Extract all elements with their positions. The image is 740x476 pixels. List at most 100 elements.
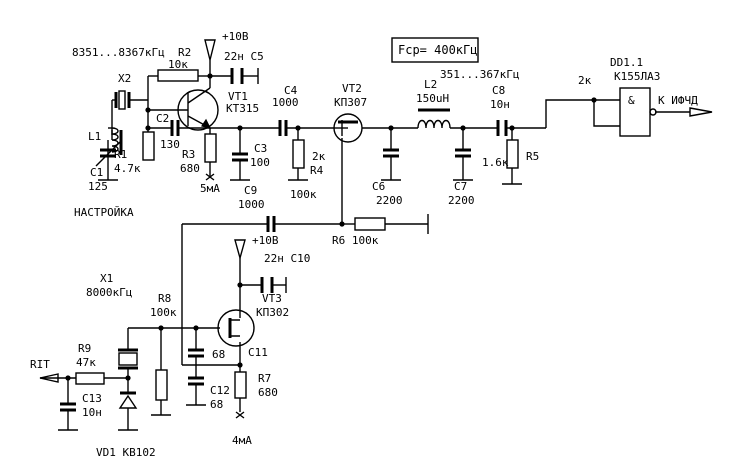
- label-c7: С7: [454, 180, 467, 193]
- label-r9: R9: [78, 342, 91, 355]
- label-i-5ma: 5мА: [200, 182, 220, 195]
- label-freq-top: 8351...8367кГц: [72, 46, 165, 59]
- label-dd1-name: DD1.1: [610, 56, 643, 69]
- label-l1: L1: [88, 130, 101, 143]
- resistor-r3: [204, 133, 217, 163]
- label-c6: С6: [372, 180, 385, 193]
- capacitor-c13: [60, 402, 76, 412]
- label-r-2k: 2к: [578, 74, 592, 87]
- label-i-4ma: 4мА: [232, 434, 252, 447]
- label-c9: С9: [244, 184, 257, 197]
- label-c7-val: 2200: [448, 194, 475, 207]
- label-plus10v-bottom: +10В: [252, 234, 279, 247]
- label-c13-val: 10н: [82, 406, 102, 419]
- label-r1-val: 4.7к: [114, 162, 141, 175]
- transistor-vt3: [217, 309, 255, 347]
- resistor-r8: [155, 369, 168, 401]
- crystal-x1: [118, 348, 138, 370]
- label-c12-val: 68: [210, 398, 223, 411]
- label-r3-val: 680: [180, 162, 200, 175]
- resistor-r1: [142, 131, 155, 161]
- vt3-channel: [230, 319, 240, 337]
- transistor-vt1: [177, 89, 219, 131]
- label-dd1-type: К155ЛА3: [614, 70, 660, 83]
- label-x2: Х2: [118, 72, 131, 85]
- label-c1-val: 125: [88, 180, 108, 193]
- label-c11: С11: [248, 346, 268, 359]
- label-plus10v-top: +10В: [222, 30, 249, 43]
- label-c5: 22н С5: [224, 50, 264, 63]
- transistor-vt2: [333, 113, 363, 143]
- label-r-100k-a: 100к: [290, 188, 317, 201]
- capacitor-c6: [383, 148, 399, 158]
- inductor-l1: [111, 127, 119, 153]
- label-vt2: VT2: [342, 82, 362, 95]
- inductor-l2: [417, 119, 451, 129]
- label-r7-val: 680: [258, 386, 278, 399]
- label-c3: С3: [254, 142, 267, 155]
- label-c9-val: 1000: [238, 198, 265, 211]
- capacitor-c10: [260, 277, 274, 293]
- capacitor-c7: [455, 148, 471, 158]
- label-r2: R2: [178, 46, 191, 59]
- label-vt2-type: КП307: [334, 96, 367, 109]
- capacitor-c9: [266, 216, 276, 232]
- resistor-r9: [75, 372, 105, 385]
- label-c3-val: 100: [250, 156, 270, 169]
- label-fcp: Fср= 400кГц: [398, 43, 477, 57]
- crystal-x2: [114, 90, 131, 110]
- label-vt1-type: КТ315: [226, 102, 259, 115]
- label-c11-val: 68: [212, 348, 225, 361]
- label-c2: С2: [156, 112, 169, 125]
- resistor-r2: [157, 69, 199, 82]
- label-r4-val: 2к: [312, 150, 326, 163]
- label-r5: R5: [526, 150, 539, 163]
- label-c1: С1: [90, 166, 103, 179]
- label-out: К ИФЧД: [658, 94, 698, 107]
- label-r8-val: 100к: [150, 306, 177, 319]
- label-freq-mid: 351...367кГц: [440, 68, 519, 81]
- capacitor-c3: [232, 152, 248, 162]
- nand-gate-inverter-bubble: [649, 108, 657, 116]
- label-rit: RIT: [30, 358, 50, 371]
- capacitor-c1: [95, 141, 121, 167]
- label-r7: R7: [258, 372, 271, 385]
- supply-arrow-bottom: [234, 239, 246, 261]
- capacitor-c2: [170, 120, 180, 136]
- label-gate-symbol: &: [628, 94, 635, 107]
- r3-current-mark: [205, 173, 215, 181]
- vt1-emitter-arrow: [201, 118, 212, 129]
- supply-arrow-top: [204, 39, 216, 61]
- r7-current-mark: [235, 411, 245, 419]
- label-r4: R4: [310, 164, 324, 177]
- label-c8: С8: [492, 84, 505, 97]
- label-x1: Х1: [100, 272, 113, 285]
- label-r5-val: 1.6к: [482, 156, 509, 169]
- label-vt3: VT3: [262, 292, 282, 305]
- resistor-r4: [292, 139, 305, 169]
- label-c6-val: 2200: [376, 194, 403, 207]
- label-tuning: НАСТРОЙКА: [74, 206, 134, 219]
- label-r8: R8: [158, 292, 171, 305]
- capacitor-c8: [496, 120, 508, 136]
- label-l2: L2: [424, 78, 437, 91]
- label-r2-val: 10к: [168, 58, 188, 71]
- label-r6: R6 100к: [332, 234, 379, 247]
- resistor-r6: [354, 217, 386, 231]
- resistor-r7: [234, 371, 247, 399]
- label-c13: С13: [82, 392, 102, 405]
- label-vt3-type: КП302: [256, 306, 289, 319]
- label-r3: R3: [182, 148, 195, 161]
- label-x1-freq: 8000кГц: [86, 286, 132, 299]
- nand-gate-dd1: [619, 87, 651, 137]
- junction-dots: [65, 73, 597, 381]
- fcp-box: [391, 37, 479, 63]
- label-r9-val: 47к: [76, 356, 96, 369]
- label-vd1: VD1 КВ102: [96, 446, 156, 459]
- capacitor-c5: [230, 68, 244, 84]
- label-c2-val: 130: [160, 138, 180, 151]
- varicap-vd1: [118, 391, 138, 409]
- label-vt1: VT1: [228, 90, 248, 103]
- label-l2-val: 150uH: [416, 92, 449, 105]
